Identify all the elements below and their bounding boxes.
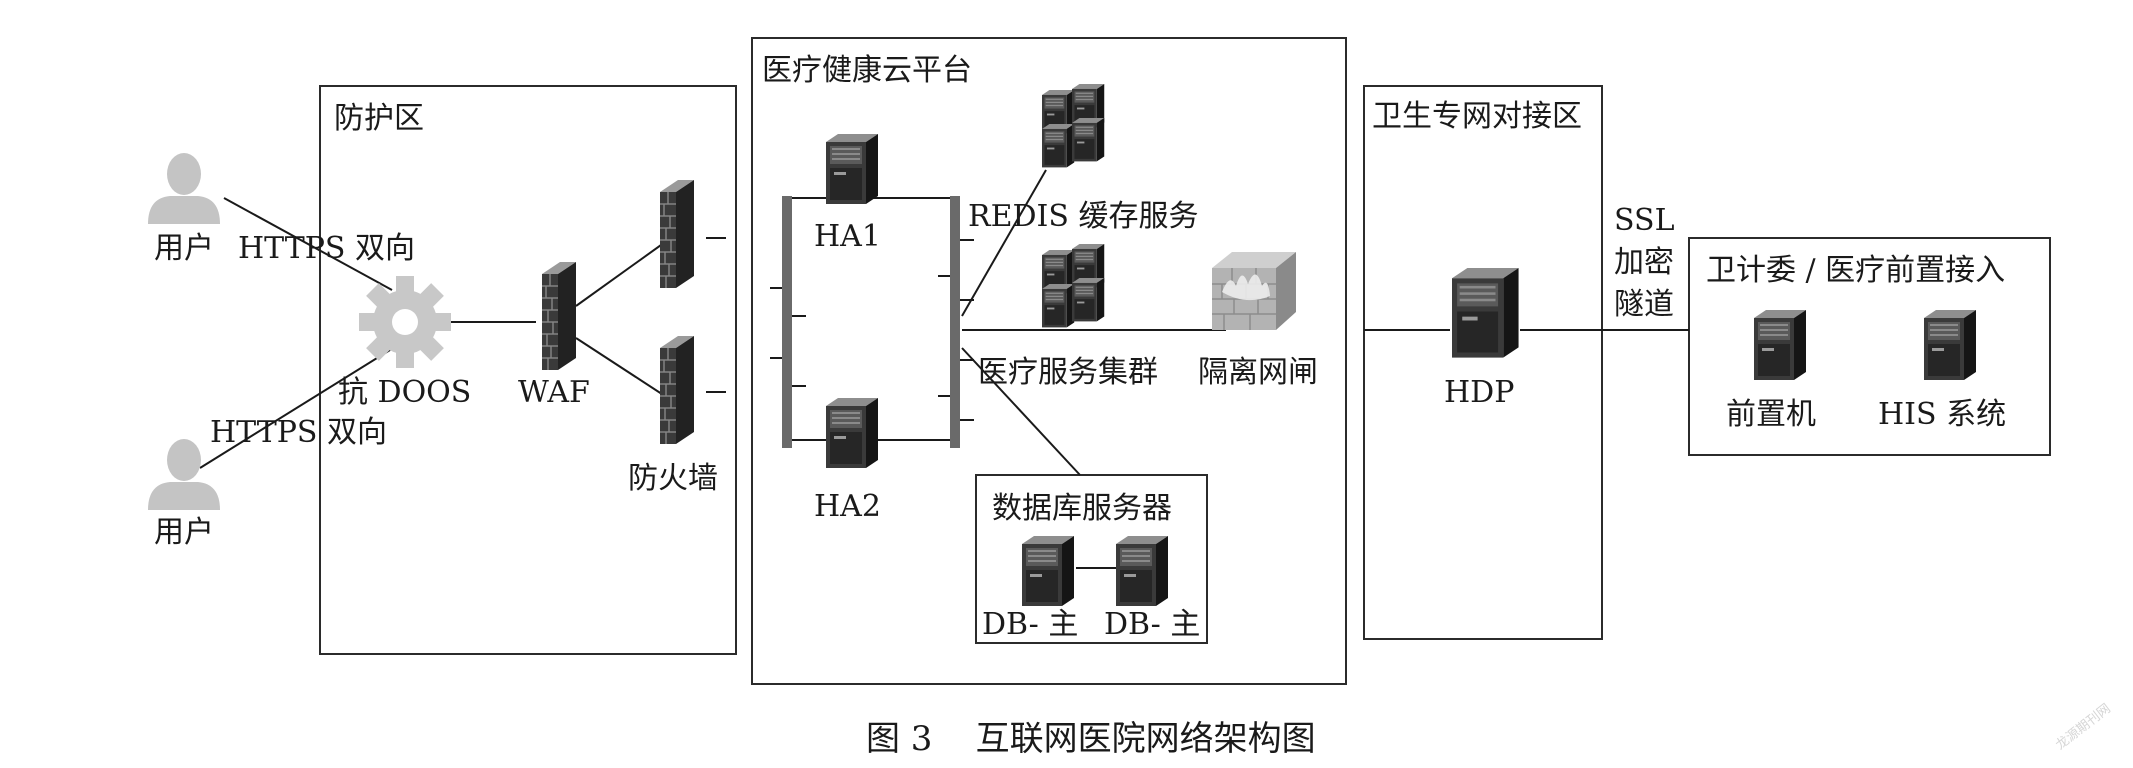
ha2-label: HA2 bbox=[814, 489, 881, 524]
firewall-icon bbox=[659, 335, 695, 445]
waf-firewall-icon bbox=[541, 261, 577, 371]
database-zone bbox=[975, 474, 1208, 644]
medical-cluster-label: 医疗服务集群 bbox=[978, 355, 1158, 390]
his-system-label: HIS 系统 bbox=[1878, 397, 2006, 432]
isolation-gate-label: 隔离网闸 bbox=[1198, 355, 1318, 390]
redis-label: REDIS 缓存服务 bbox=[968, 199, 1198, 234]
medical-server-cluster-icon bbox=[1042, 244, 1104, 327]
ha2-server-icon bbox=[826, 398, 878, 468]
user-label: 用户 bbox=[154, 515, 214, 550]
user-icon bbox=[148, 153, 220, 224]
watermark: 龙源期刊网 bbox=[2053, 701, 2113, 753]
database-zone-title: 数据库服务器 bbox=[992, 491, 1172, 526]
gear-icon bbox=[359, 276, 451, 368]
isolation-gate-icon bbox=[1212, 252, 1296, 330]
ha-backbone bbox=[770, 196, 974, 448]
redis-server-cluster-icon bbox=[1042, 84, 1104, 167]
protection-zone-title: 防护区 bbox=[334, 101, 424, 136]
front-machine-server-icon bbox=[1754, 310, 1806, 380]
connection-lines bbox=[199, 169, 1689, 569]
hdp-server-icon bbox=[1452, 268, 1519, 358]
health-net-zone bbox=[1363, 85, 1603, 640]
front-zone-title: 卫计委 / 医疗前置接入 bbox=[1706, 253, 2005, 288]
waf-label: WAF bbox=[518, 375, 590, 410]
user-label: 用户 bbox=[154, 231, 214, 266]
his-server-icon bbox=[1924, 310, 1976, 380]
https-label: HTTPS 双向 bbox=[210, 415, 387, 450]
ssl-label: 加密 bbox=[1614, 245, 1674, 280]
cloud-zone-title: 医疗健康云平台 bbox=[762, 53, 972, 88]
figure-caption: 图 3 互联网医院网络架构图 bbox=[866, 719, 1316, 759]
https-label: HTTPS 双向 bbox=[238, 231, 415, 266]
front-zone bbox=[1688, 237, 2051, 456]
health-net-zone-title: 卫生专网对接区 bbox=[1372, 99, 1582, 134]
hdp-label: HDP bbox=[1444, 375, 1514, 410]
front-machine-label: 前置机 bbox=[1726, 397, 1816, 432]
protection-zone bbox=[319, 85, 737, 655]
anti-ddos-label: 抗 DOOS bbox=[338, 375, 471, 410]
ha1-label: HA1 bbox=[814, 219, 881, 254]
firewall-label: 防火墙 bbox=[628, 461, 718, 496]
ha1-server-icon bbox=[826, 134, 878, 204]
db-server-icon bbox=[1022, 536, 1074, 606]
db-label: DB- 主 bbox=[1104, 607, 1200, 642]
cloud-zone bbox=[751, 37, 1347, 685]
firewall-icon bbox=[659, 179, 695, 289]
db-server-icon bbox=[1116, 536, 1168, 606]
db-label: DB- 主 bbox=[982, 607, 1078, 642]
ssl-label: SSL bbox=[1614, 203, 1675, 238]
ssl-label: 隧道 bbox=[1614, 287, 1674, 322]
